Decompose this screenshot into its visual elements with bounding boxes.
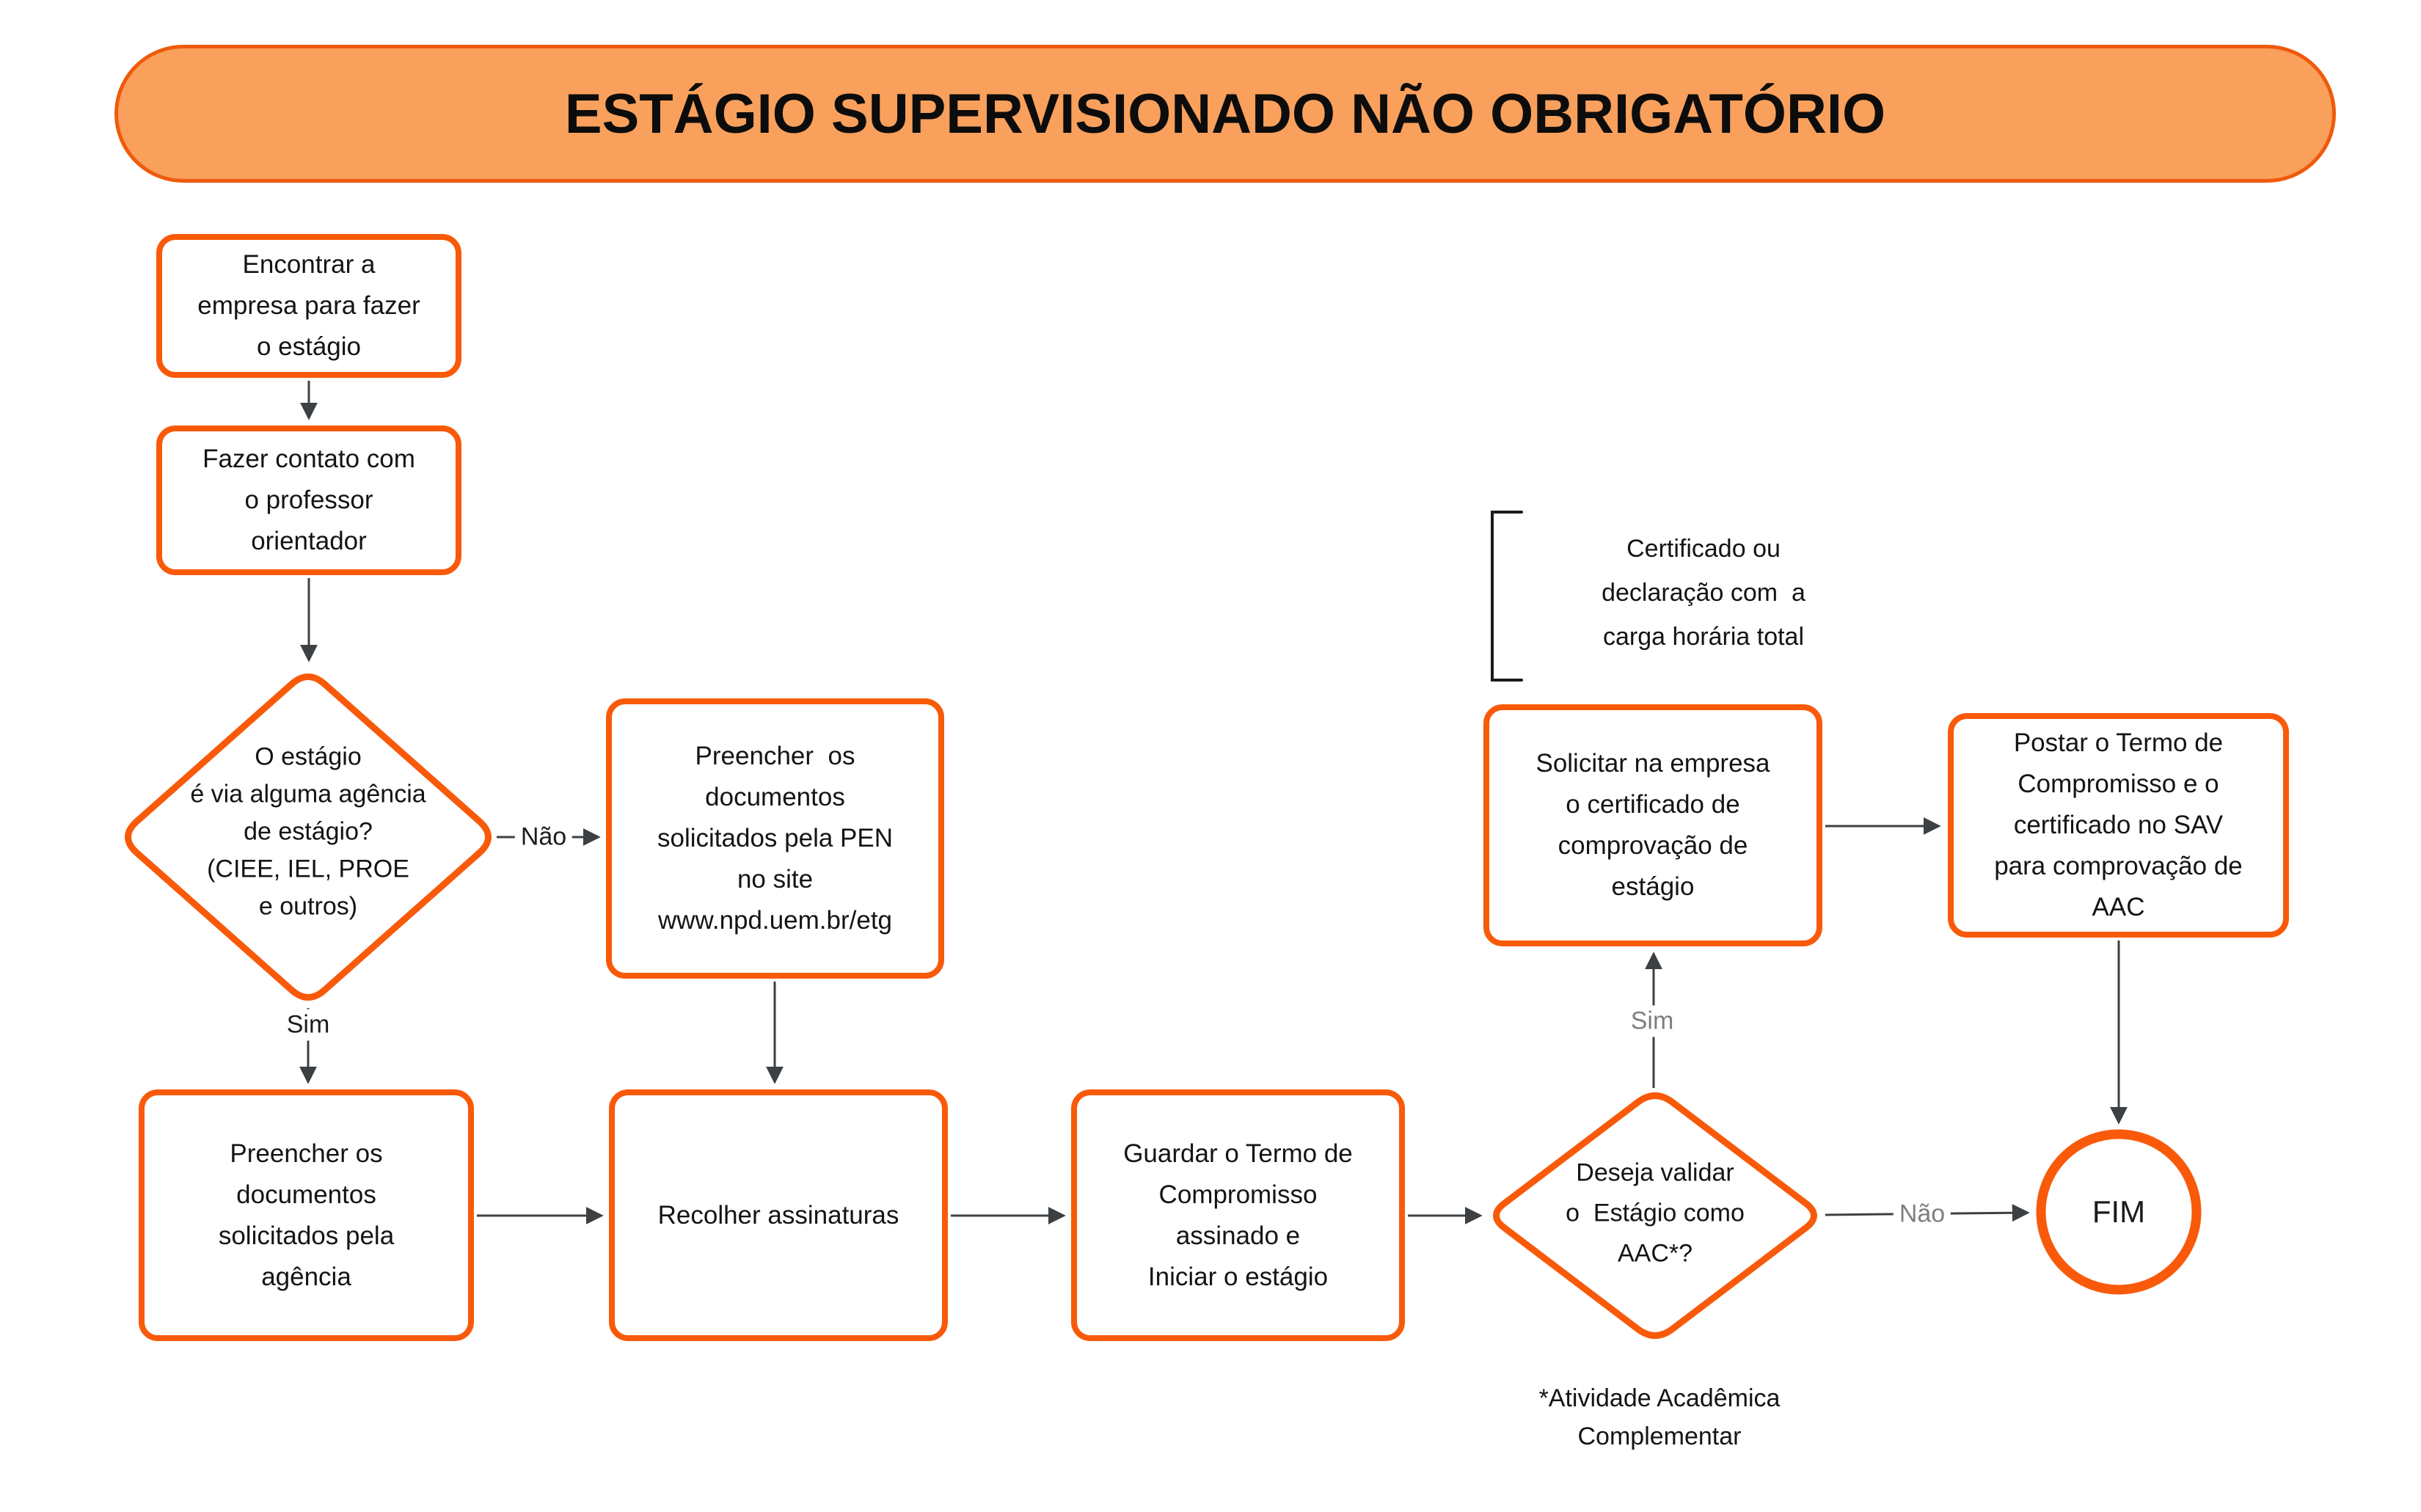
edge-label-nao-agency: Não	[514, 821, 573, 853]
process-box-fill-docs-pen-text: Preencher os documentos solicitados pela…	[657, 742, 893, 935]
process-box-collect-signatures-text: Recolher assinaturas	[657, 1200, 899, 1230]
decision-agency-text: O estágio é via alguma agência de estági…	[190, 742, 426, 921]
process-box-post-sav: Postar o Termo de Compromisso e o certif…	[1948, 713, 2289, 938]
certificate-note-text: Certificado ou declaração com a carga ho…	[1602, 535, 1805, 651]
aac-footnote-text: *Atividade Acadêmica Complementar	[1538, 1384, 1781, 1450]
edge-label-nao-aac: Não	[1893, 1198, 1951, 1230]
page-title: ESTÁGIO SUPERVISIONADO NÃO OBRIGATÓRIO	[564, 82, 1886, 145]
process-box-keep-term-start-text: Guardar o Termo de Compromisso assinado …	[1123, 1139, 1353, 1291]
end-circle	[2036, 1129, 2202, 1295]
process-box-fill-docs-agency-text: Preencher os documentos solicitados pela…	[218, 1139, 395, 1291]
decision-aac-text: Deseja validar o Estágio como AAC*?	[1566, 1158, 1745, 1268]
process-box-find-company-text: Encontrar a empresa para fazer o estágio	[197, 250, 420, 361]
certificate-note-bracket	[1491, 511, 1523, 682]
process-box-find-company: Encontrar a empresa para fazer o estágio	[156, 234, 461, 378]
process-box-keep-term-start: Guardar o Termo de Compromisso assinado …	[1071, 1089, 1405, 1341]
decision-diamond-aac	[1493, 1092, 1817, 1339]
process-box-contact-professor-text: Fazer contato com o professor orientador	[202, 445, 415, 555]
title-banner: ESTÁGIO SUPERVISIONADO NÃO OBRIGATÓRIO	[114, 45, 2336, 183]
process-box-fill-docs-pen: Preencher os documentos solicitados pela…	[606, 698, 944, 979]
process-box-request-certificate-text: Solicitar na empresa o certificado de co…	[1536, 749, 1770, 901]
edge-label-sim-aac: Sim	[1624, 1005, 1680, 1037]
process-box-request-certificate: Solicitar na empresa o certificado de co…	[1483, 704, 1822, 946]
process-box-collect-signatures: Recolher assinaturas	[609, 1089, 948, 1341]
process-box-contact-professor: Fazer contato com o professor orientador	[156, 426, 461, 575]
edge-label-sim-agency: Sim	[280, 1009, 336, 1041]
decision-diamond-agency	[125, 673, 492, 1001]
process-box-post-sav-text: Postar o Termo de Compromisso e o certif…	[1994, 728, 2243, 921]
process-box-fill-docs-agency: Preencher os documentos solicitados pela…	[139, 1089, 474, 1341]
end-circle-text: FIM	[2092, 1194, 2146, 1229]
